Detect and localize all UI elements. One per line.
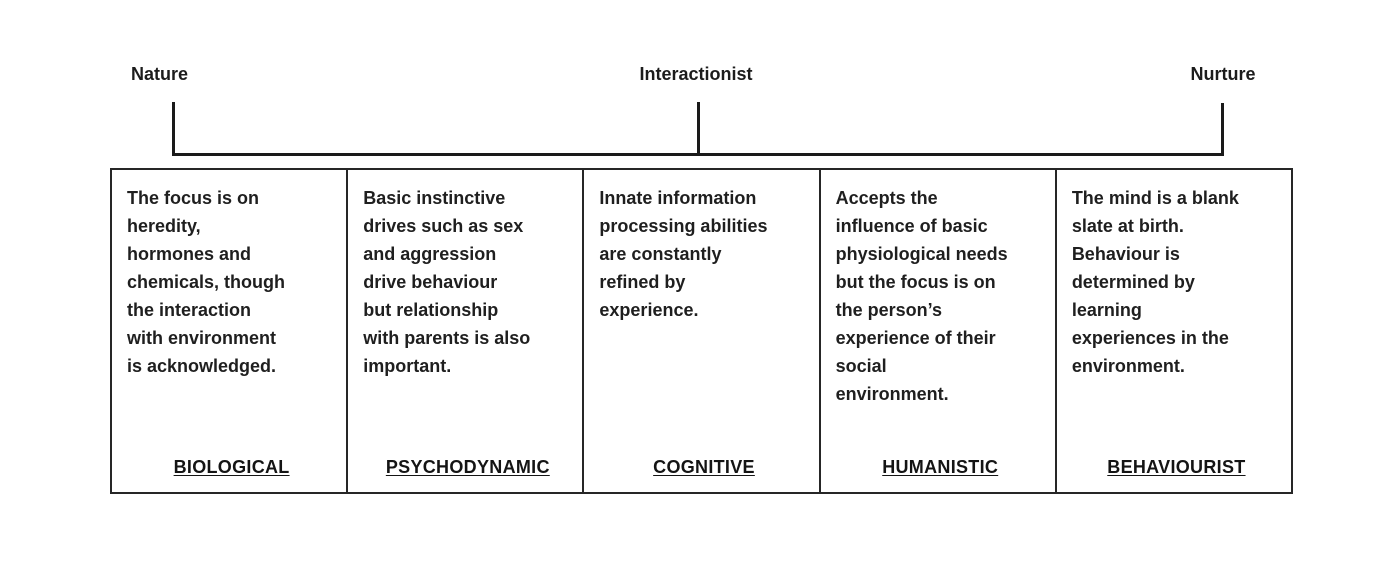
- spectrum-label-nurture: Nurture: [1190, 64, 1256, 84]
- approach-description: Accepts the influence of basic physiolog…: [835, 188, 1008, 404]
- approach-name-cognitive: COGNITIVE: [653, 457, 755, 477]
- bracket-horizontal-bar: [172, 153, 1224, 156]
- spectrum-label-interactionist: Interactionist: [639, 64, 753, 84]
- approach-name-humanistic: HUMANISTIC: [882, 457, 999, 477]
- approach-name-psychodynamic: PSYCHODYNAMIC: [385, 457, 550, 477]
- approach-name-biological: BIOLOGICAL: [173, 457, 290, 477]
- approach-cell-biological: The focus is on heredity, hormones and c…: [112, 170, 349, 492]
- approach-cell-psychodynamic: Basic instinctive drives such as sex and…: [348, 170, 585, 492]
- spectrum-label-nature: Nature: [131, 64, 189, 84]
- approach-description: The focus is on heredity, hormones and c…: [127, 188, 286, 376]
- approach-name-behaviourist: BEHAVIOURIST: [1107, 457, 1246, 477]
- bracket-tick-nature: [172, 102, 175, 156]
- approach-description: Basic instinctive drives such as sex and…: [363, 188, 531, 376]
- approach-cell-behaviourist: The mind is a blank slate at birth. Beha…: [1057, 170, 1291, 492]
- approach-cell-cognitive: Innate information processing abilities …: [584, 170, 821, 492]
- approach-description: Innate information processing abilities …: [599, 188, 768, 320]
- approach-cell-humanistic: Accepts the influence of basic physiolog…: [821, 170, 1057, 492]
- bracket-tick-interactionist: [697, 102, 700, 154]
- approach-description: The mind is a blank slate at birth. Beha…: [1071, 188, 1239, 376]
- bracket-tick-nurture: [1221, 103, 1224, 156]
- approaches-table: The focus is on heredity, hormones and c…: [110, 168, 1293, 494]
